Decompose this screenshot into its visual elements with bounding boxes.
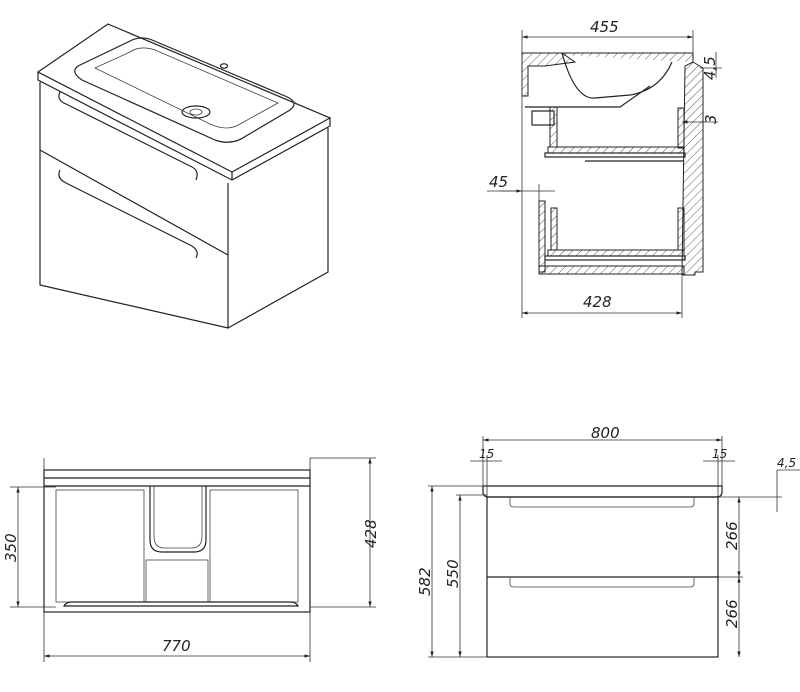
dim-depth: 428 (362, 519, 380, 548)
sink-top (482, 485, 723, 498)
side-section-view: 455 428 4,5 3 45 (487, 18, 722, 318)
dim-inner-depth: 350 (2, 533, 20, 562)
drawer-split (39, 149, 229, 256)
tap-hole-icon (219, 63, 229, 69)
front-view: 800 15 15 4,5 582 550 266 266 (416, 424, 800, 658)
dim-width: 770 (162, 637, 191, 655)
drawer-handle-bottom (58, 169, 198, 259)
isometric-view (36, 23, 332, 329)
dim-drawer-bottom: 266 (723, 599, 741, 628)
dim-overhang-right: 15 (712, 447, 727, 461)
handle-bottom (509, 578, 695, 588)
dim-depth-bottom: 428 (583, 293, 612, 311)
dim-gap: 3 (702, 114, 720, 124)
top-plan-view: 428 350 770 (2, 457, 380, 662)
dim-front-sink-lip: 4,5 (777, 456, 796, 470)
dim-depth-top: 455 (590, 18, 619, 36)
basin (74, 37, 295, 143)
cabinet-front (39, 82, 229, 329)
dim-cabinet-height: 550 (444, 559, 462, 588)
handle-top (509, 498, 695, 508)
handle-profile (63, 601, 299, 607)
basin-profile (561, 52, 673, 99)
dim-drawer-top: 266 (723, 521, 741, 550)
dim-total-height: 582 (416, 567, 434, 596)
dim-overhang-left: 15 (479, 447, 494, 461)
dim-offset: 45 (489, 173, 508, 191)
dim-sink-lip: 4,5 (701, 56, 719, 80)
drawer-handle-top (58, 91, 198, 181)
dim-sink-width: 800 (591, 424, 620, 442)
siphon-cutout (149, 486, 207, 553)
drain-icon (181, 105, 211, 119)
